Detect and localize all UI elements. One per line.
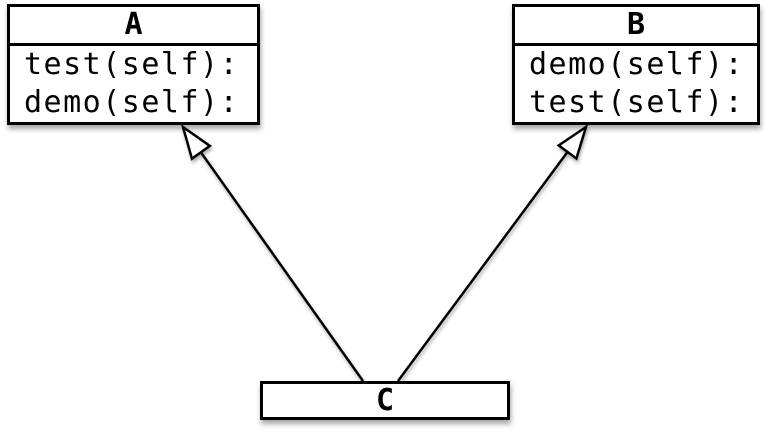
class-name-a: A <box>10 7 257 46</box>
inheritance-arrow-c-to-b <box>396 123 589 382</box>
class-name-b: B <box>515 7 757 46</box>
class-method: demo(self): <box>24 85 240 120</box>
class-method: test(self): <box>24 47 240 82</box>
class-method: test(self): <box>529 85 745 120</box>
class-method: demo(self): <box>529 47 745 82</box>
class-body-b: demo(self): test(self): <box>515 46 757 122</box>
inheritance-arrow-c-to-a <box>180 123 365 382</box>
class-name-c: C <box>375 383 395 418</box>
class-box-a: A test(self): demo(self): <box>7 4 260 125</box>
class-box-b: B demo(self): test(self): <box>512 4 760 125</box>
class-body-a: test(self): demo(self): <box>10 46 257 122</box>
class-box-c: C <box>260 381 510 420</box>
